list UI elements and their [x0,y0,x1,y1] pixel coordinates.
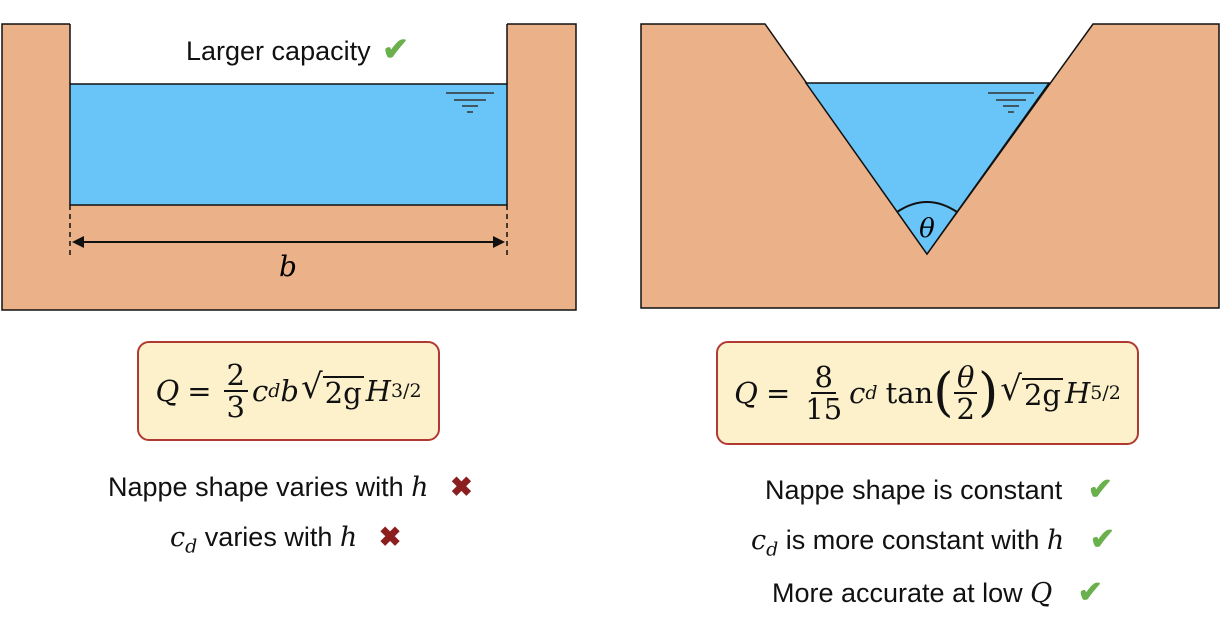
formula-eq: = [187,374,212,408]
formula-lhs: Q [155,374,180,408]
notch-angle-arc [896,201,958,213]
right-note-cd: cd is more constant with h ✔ [751,523,1115,561]
right-note-accuracy: More accurate at low Q ✔ [772,576,1103,609]
capacity-caption: Larger capacity ✔ [186,30,409,68]
formula-fraction: 2 3 [223,359,248,422]
formula-sqrt: √2g [1000,369,1063,413]
v-notch-water [804,82,1051,256]
left-note-cd: cd varies with h ✖ [170,522,402,558]
left-note-nappe: Nappe shape varies with h ✖ [108,472,473,503]
right-note-nappe: Nappe shape is constant ✔ [765,473,1113,506]
v-notch-soil [640,23,1220,309]
width-label: b [279,250,297,283]
capacity-caption-text: Larger capacity [186,36,371,66]
rect-weir-channel-air [70,22,507,84]
angle-fraction: θ 2 [954,361,978,424]
rect-weir-water [69,83,508,206]
cross-icon: ✖ [450,472,473,502]
notch-angle-label: θ [919,214,935,244]
water-surface-icon [988,92,1034,113]
check-icon: ✔ [1077,576,1103,609]
formula-sqrt: √2g [300,367,364,411]
check-icon: ✔ [382,31,409,67]
cross-icon: ✖ [378,522,402,552]
check-icon: ✔ [1087,473,1113,506]
v-notch-weir-diagram: θ [640,23,1220,309]
check-icon: ✔ [1089,523,1115,556]
water-surface-icon [446,92,494,113]
formula-fraction: 8 15 [805,359,843,426]
rectangular-weir-diagram: b [1,22,577,311]
